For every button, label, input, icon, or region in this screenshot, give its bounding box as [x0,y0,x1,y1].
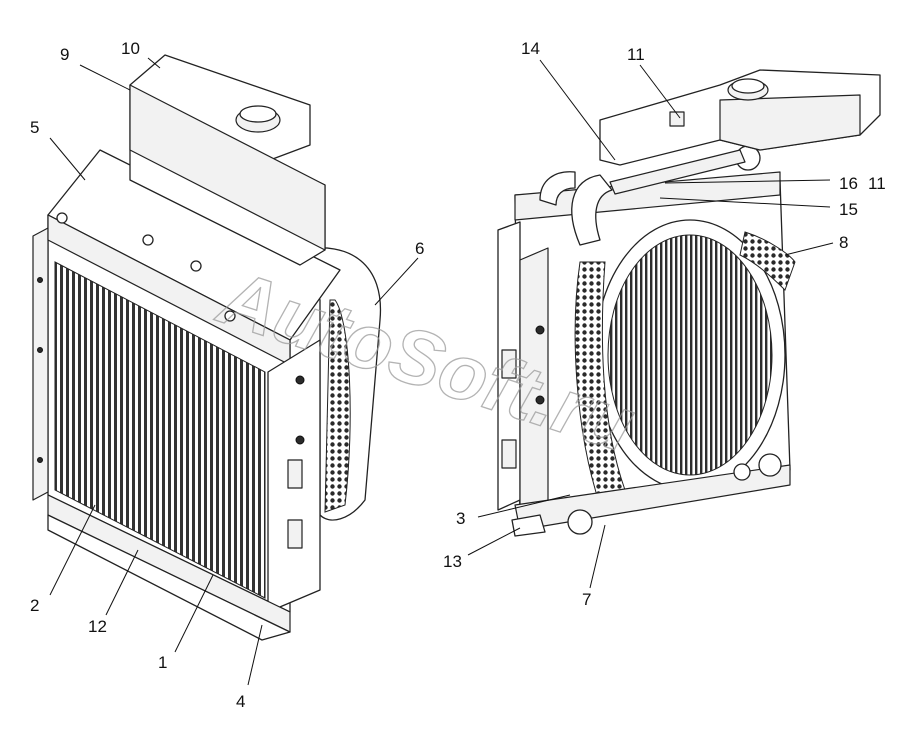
callout-9: 9 [60,45,69,64]
left-bottom-rail [47,514,291,641]
callout-11-top: 11 [627,45,645,64]
right-expansion-tank-front [719,94,861,151]
left-plate-bolt [37,457,43,463]
leader-lines [49,57,834,686]
right-bottom-rail [511,514,546,537]
callout-14: 14 [521,39,540,58]
right-left-elbow [539,171,576,206]
post-slot [501,349,517,379]
callout-7: 7 [582,590,591,609]
left-filler-cap-top [239,105,277,123]
right-drain-fitting [733,463,751,481]
right-radiator-view [497,69,881,537]
right-guard-arc [739,231,796,291]
callout-6: 6 [415,239,424,258]
post-bolt [535,395,545,405]
top-tank-bolt [56,212,68,224]
right-fan-core [607,234,773,476]
top-tank-bolt [190,260,202,272]
right-outlet-pipe-2 [758,453,782,477]
callout-13: 13 [443,552,462,571]
left-plate-bolt [37,347,43,353]
callout-8: 8 [839,233,848,252]
callout-2: 2 [30,596,39,615]
channel-slot [287,459,303,489]
left-core-fins [54,261,266,599]
callout-11-right: 11 [868,174,886,193]
right-valve [669,111,685,127]
channel-bolt [295,435,305,445]
callout-10: 10 [121,39,140,58]
left-expansion-tank-front [129,84,326,251]
left-side-plate [32,227,49,501]
channel-slot [287,519,303,549]
left-plate-bolt [37,277,43,283]
right-outlet-pipe [567,509,593,535]
channel-bolt [295,375,305,385]
right-filler-cap-top [731,78,765,94]
left-radiator-view [32,54,382,641]
top-tank-bolt [142,234,154,246]
callout-5: 5 [30,118,39,137]
callout-15: 15 [839,200,858,219]
callout-4: 4 [236,692,245,711]
post-slot [501,439,517,469]
left-shroud-perforation [324,299,351,513]
right-upper-hose [571,174,613,246]
callout-3: 3 [456,509,465,528]
callout-labels: 9 10 5 6 2 12 1 4 14 11 16 11 15 8 3 13 … [30,39,886,711]
callout-1: 1 [158,653,167,672]
callout-16: 16 [839,174,858,193]
top-tank-bolt [224,310,236,322]
callout-12: 12 [88,617,107,636]
post-bolt [535,325,545,335]
right-steam-pipe [609,149,746,195]
